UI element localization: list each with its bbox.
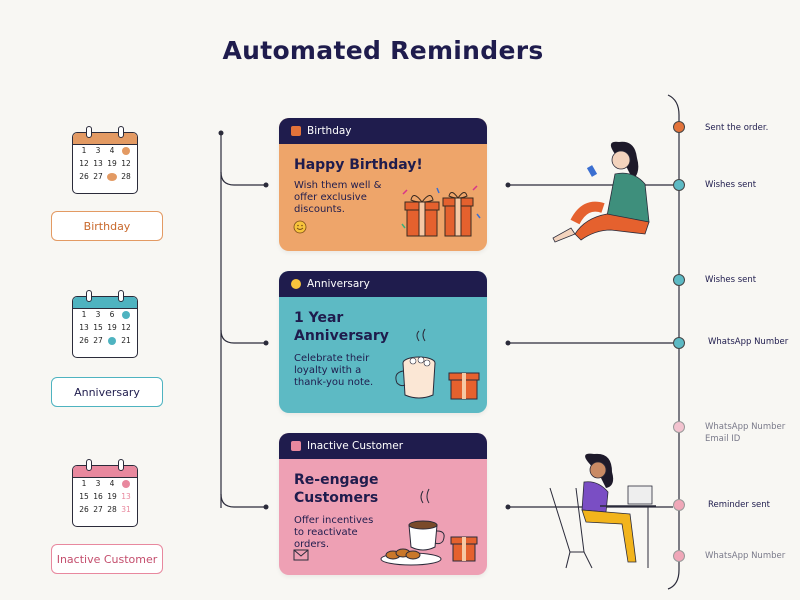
gift-icon xyxy=(450,536,478,562)
timeline-node-4 xyxy=(673,337,685,349)
timeline-label-3: Wishes sent xyxy=(705,275,757,285)
calendar-day: 3 xyxy=(95,310,101,319)
calendar-day: 19 xyxy=(107,492,117,501)
calendar-day: 13 xyxy=(93,159,103,168)
calendar-day: 19 xyxy=(107,323,117,332)
woman-with-laptop-illustration xyxy=(549,453,656,569)
timeline-label-6: Reminder sent xyxy=(708,500,770,510)
inactive-card-header: Inactive Customer xyxy=(279,433,487,459)
card-title: 1 Year Anniversary xyxy=(294,310,389,344)
timeline-label-4: WhatsApp Number xyxy=(708,337,789,347)
calendar-day: 27 xyxy=(93,336,103,345)
category-label-inactive-customer: Inactive Customer xyxy=(51,544,163,574)
calendar-day: 4 xyxy=(109,146,115,155)
calendar-day: 26 xyxy=(79,505,89,514)
birthday-card-header: Birthday xyxy=(279,118,487,144)
card-description: Offer incentives to reactivate orders. xyxy=(294,515,374,550)
calendar-day: 15 xyxy=(79,492,89,501)
coffee-cup-icon xyxy=(395,328,480,400)
inactive-customer-card: Inactive Customer Re-engage Customers Of… xyxy=(279,433,487,575)
timeline-label-7: WhatsApp Number xyxy=(705,551,786,561)
card-description: Wish them well & offer exclusive discoun… xyxy=(294,180,382,215)
timeline-node-5 xyxy=(673,421,685,433)
calendar-day: 12 xyxy=(121,323,131,332)
calendar-day: 27 xyxy=(93,505,103,514)
woman-sitting-with-phone-illustration xyxy=(552,141,650,243)
calendar-day: 4 xyxy=(109,479,115,488)
timeline-label-1: Sent the order. xyxy=(705,123,769,133)
birthday-calendar-icon: 1 3 4 12 13 19 12 26 27 28 xyxy=(72,126,138,194)
card-header-label: Anniversary xyxy=(307,278,370,290)
category-label-anniversary: Anniversary xyxy=(51,377,163,407)
calendar-day: 1 xyxy=(81,479,87,488)
timeline-node-1 xyxy=(673,121,685,133)
calendar-day: 19 xyxy=(107,159,117,168)
mail-icon xyxy=(293,549,309,561)
anniversary-card-header: Anniversary xyxy=(279,271,487,297)
gift-icon xyxy=(448,372,480,400)
calendar-day: 6 xyxy=(109,310,115,319)
calendar-day: 1 xyxy=(81,146,87,155)
calendar-day: 3 xyxy=(95,479,101,488)
list-icon xyxy=(291,441,301,451)
birthday-card: Birthday Happy Birthday! Wish them well … xyxy=(279,118,487,251)
anniversary-calendar-icon: 1 3 6 13 15 19 12 26 27 21 xyxy=(72,290,138,358)
calendar-day: 3 xyxy=(95,146,101,155)
calendar-day: 13 xyxy=(79,323,89,332)
calendar-day: 16 xyxy=(93,492,103,501)
page-title: Automated Reminders xyxy=(222,36,544,65)
calendar-day: 27 xyxy=(93,172,103,181)
timeline-node-2 xyxy=(673,179,685,191)
timeline-label-2: Wishes sent xyxy=(705,180,757,190)
timeline-label-5: WhatsApp Number Email ID xyxy=(705,422,786,444)
smile-emoji-icon xyxy=(291,279,301,289)
timeline-node-3 xyxy=(673,274,685,286)
category-label-birthday: Birthday xyxy=(51,211,163,241)
calendar-day: 26 xyxy=(79,172,89,181)
smile-emoji-icon xyxy=(293,220,307,234)
timeline-node-6 xyxy=(673,499,685,511)
card-header-label: Inactive Customer xyxy=(307,440,404,452)
timeline-node-7 xyxy=(673,550,685,562)
gift-boxes-icon xyxy=(401,185,481,237)
gift-icon xyxy=(291,126,301,136)
card-title: Re-engage Customers xyxy=(294,472,379,506)
calendar-day: 28 xyxy=(121,172,131,181)
card-title: Happy Birthday! xyxy=(294,157,423,173)
coffee-and-cookies-icon xyxy=(380,488,478,566)
calendar-day: 26 xyxy=(79,336,89,345)
card-description: Celebrate their loyalty with a thank-you… xyxy=(294,353,374,388)
calendar-day: 28 xyxy=(107,505,117,514)
inactive-calendar-icon: 1 3 4 15 16 19 13 26 27 28 31 xyxy=(72,459,138,527)
calendar-day: 31 xyxy=(121,505,131,514)
calendar-day: 1 xyxy=(81,310,87,319)
anniversary-card: Anniversary 1 Year Anniversary Celebrate… xyxy=(279,271,487,413)
calendar-day: 21 xyxy=(121,336,131,345)
calendar-day: 12 xyxy=(79,159,89,168)
calendar-day: 15 xyxy=(93,323,103,332)
card-header-label: Birthday xyxy=(307,125,352,137)
calendar-day: 12 xyxy=(121,159,131,168)
calendar-day: 13 xyxy=(121,492,131,501)
